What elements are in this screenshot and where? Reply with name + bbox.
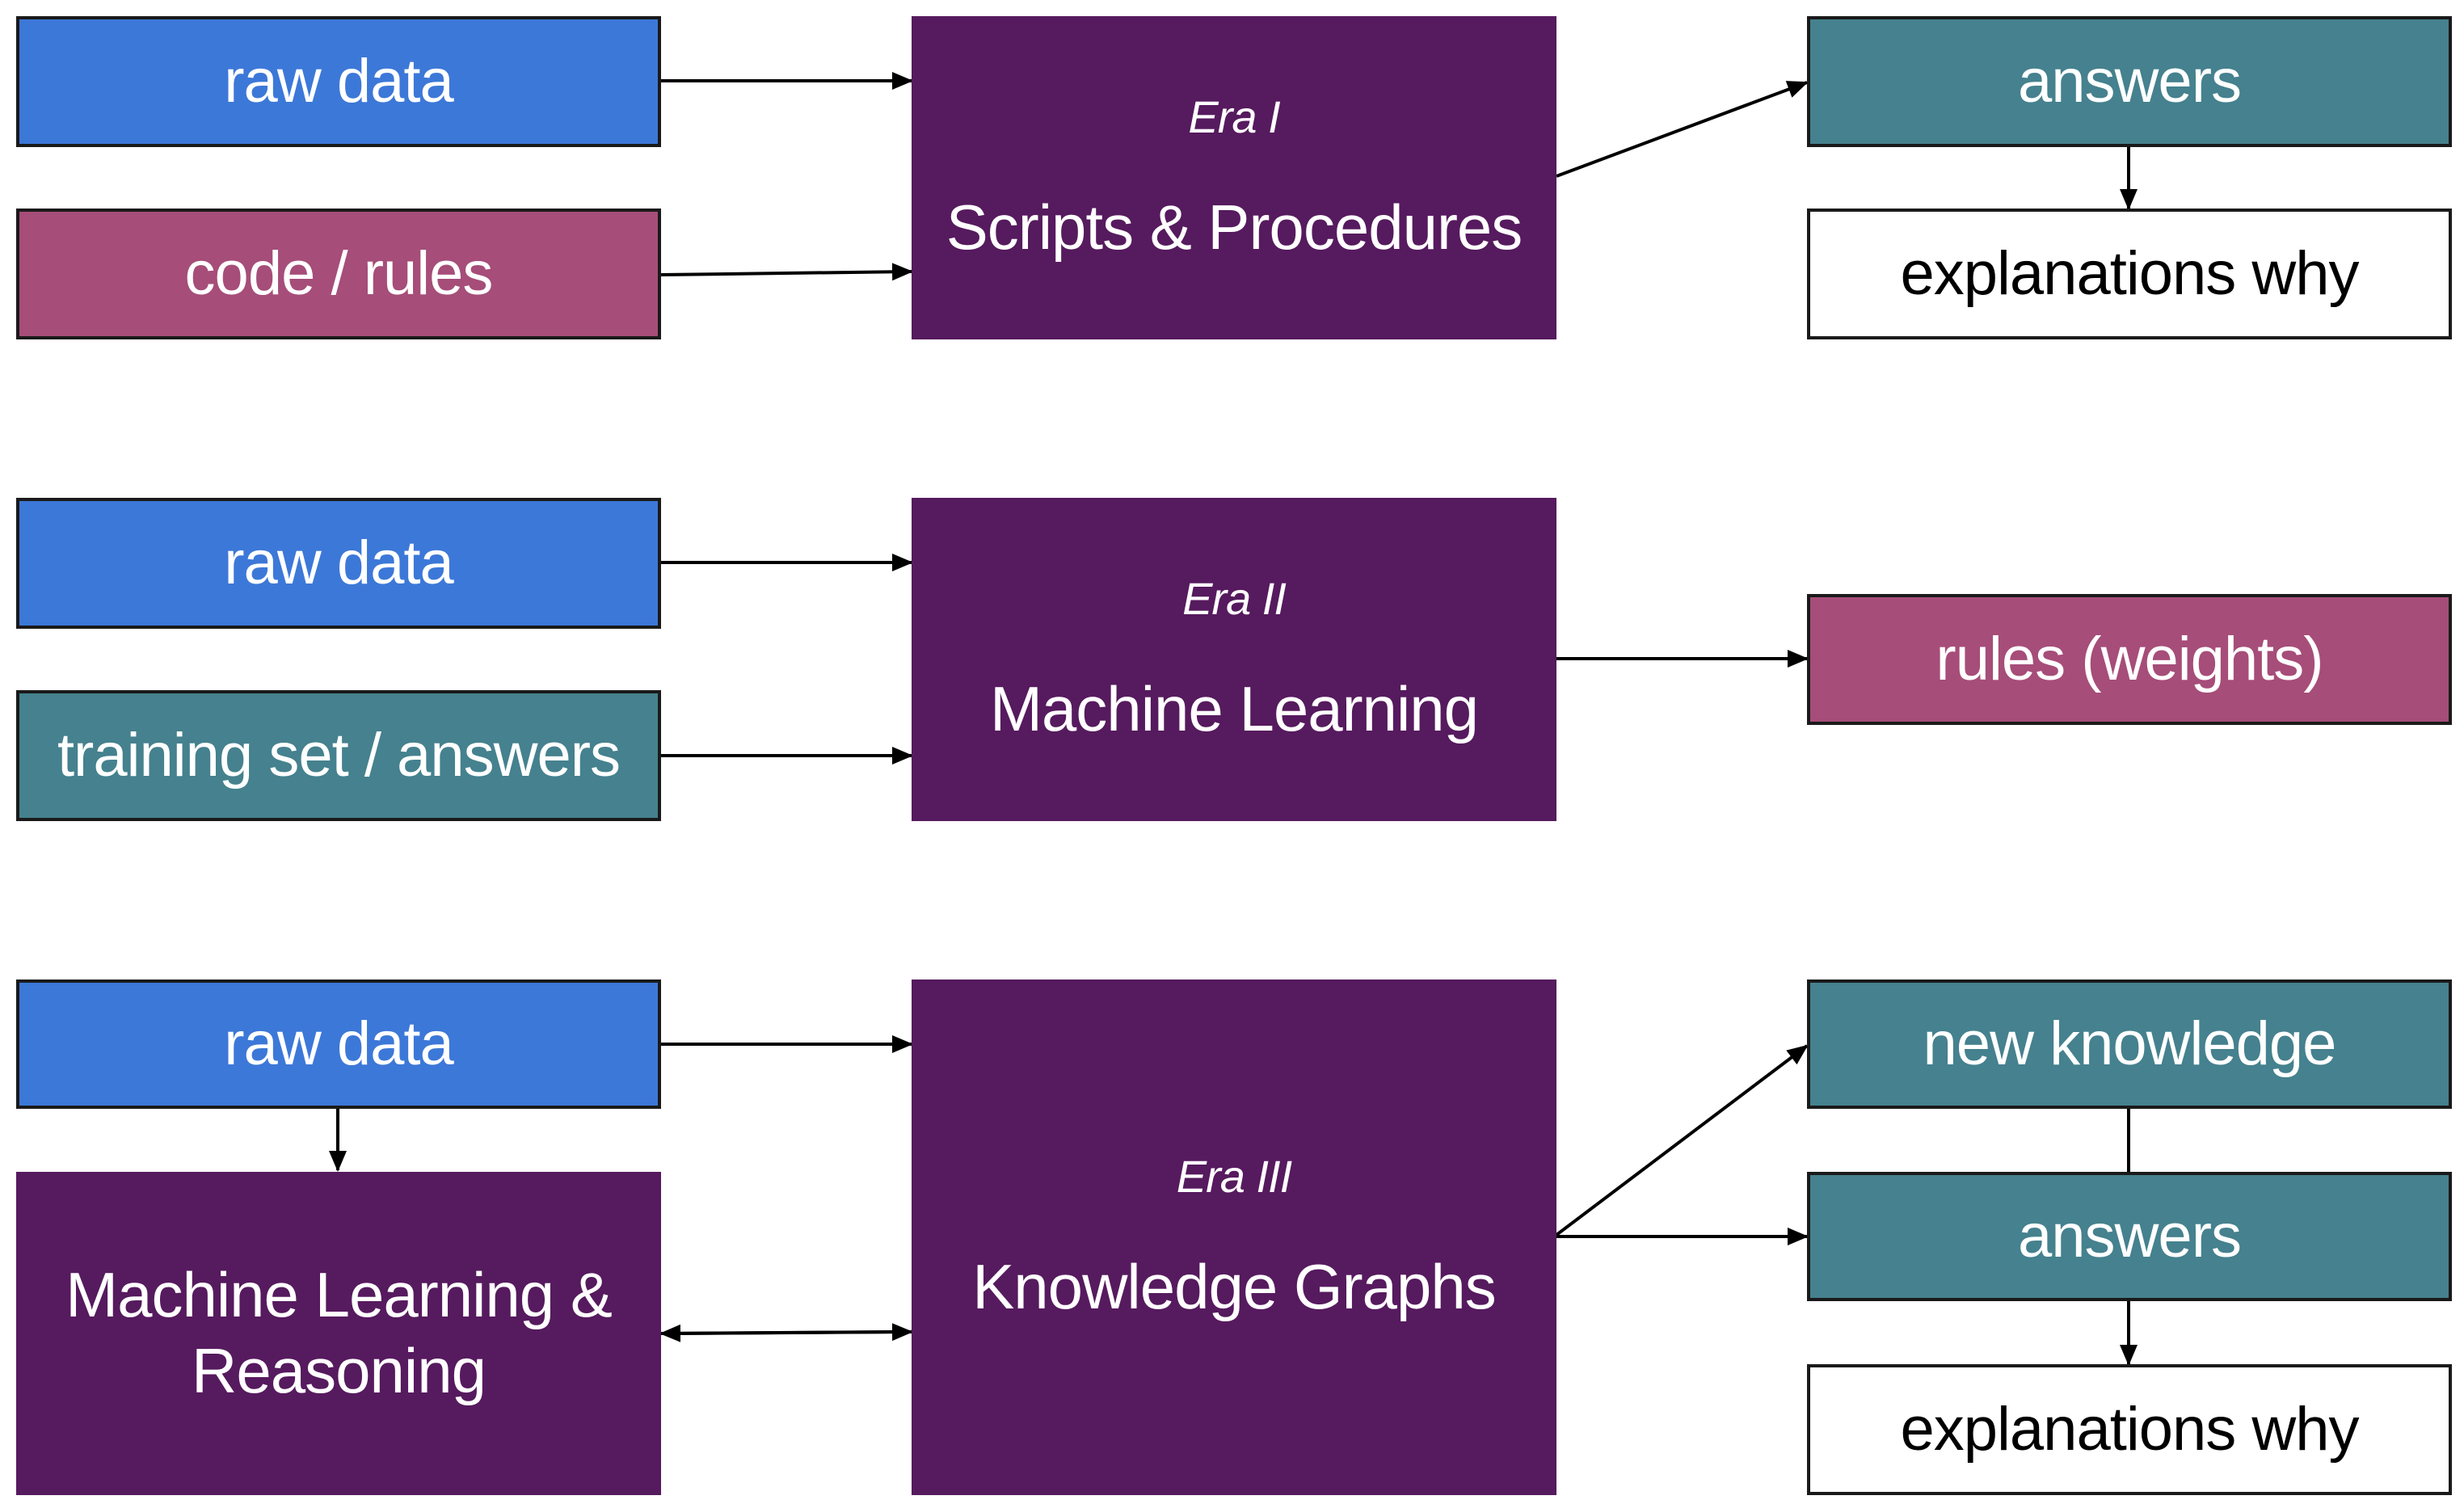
era1-code-rules-box: code / rules [16, 209, 661, 339]
era3-raw-data-label: raw data [224, 1009, 453, 1079]
era2-title: Machine Learning [989, 673, 1479, 745]
era3-explanations-box: explanations why [1807, 1364, 2452, 1495]
arrow-era3-kg-to-reasoning [659, 1324, 901, 1342]
era2-raw-data-label: raw data [224, 529, 453, 598]
era2-training-set-label: training set / answers [57, 721, 621, 790]
era1-code-rules-label: code / rules [184, 239, 494, 309]
era3-answers-label: answers [2018, 1202, 2242, 1271]
era1-answers-label: answers [2018, 47, 2242, 116]
era3-new-knowledge-box: new knowledge [1807, 979, 2452, 1109]
era2-training-set-box: training set / answers [16, 690, 661, 821]
era3-title: Knowledge Graphs [972, 1251, 1496, 1323]
era3-kg-box: Era III Knowledge Graphs [912, 979, 1556, 1495]
era3-reasoning-box: Machine Learning & Reasoning [16, 1172, 661, 1495]
era2-rules-weights-label: rules (weights) [1935, 625, 2323, 694]
era1-raw-data-box: raw data [16, 16, 661, 147]
era2-ml-box: Era II Machine Learning [912, 498, 1556, 821]
era3-reasoning-line1: Machine Learning & [65, 1259, 613, 1331]
arrow-era1-rules-to-scripts [660, 263, 913, 281]
era1-scripts-box: Era I Scripts & Procedures [912, 16, 1556, 339]
era2-tag: Era II [1182, 572, 1287, 624]
arrow-era3-kg-to-newknowledge [1555, 1044, 1809, 1236]
era1-title: Scripts & Procedures [946, 192, 1523, 263]
era3-raw-data-box: raw data [16, 979, 661, 1109]
era3-new-knowledge-label: new knowledge [1923, 1009, 2337, 1079]
era3-explanations-label: explanations why [1900, 1395, 2359, 1464]
era3-tag: Era III [1176, 1150, 1292, 1202]
era2-raw-data-box: raw data [16, 498, 661, 629]
era3-reasoning-line2: Reasoning [192, 1335, 486, 1406]
era1-explanations-box: explanations why [1807, 209, 2452, 339]
era3-answers-box: answers [1807, 1172, 2452, 1301]
era2-rules-weights-box: rules (weights) [1807, 594, 2452, 725]
era1-answers-box: answers [1807, 16, 2452, 147]
era1-raw-data-label: raw data [224, 47, 453, 116]
arrow-era1-scripts-to-answers [1556, 81, 1809, 178]
era1-tag: Era I [1188, 91, 1280, 142]
era1-explanations-label: explanations why [1900, 239, 2359, 309]
